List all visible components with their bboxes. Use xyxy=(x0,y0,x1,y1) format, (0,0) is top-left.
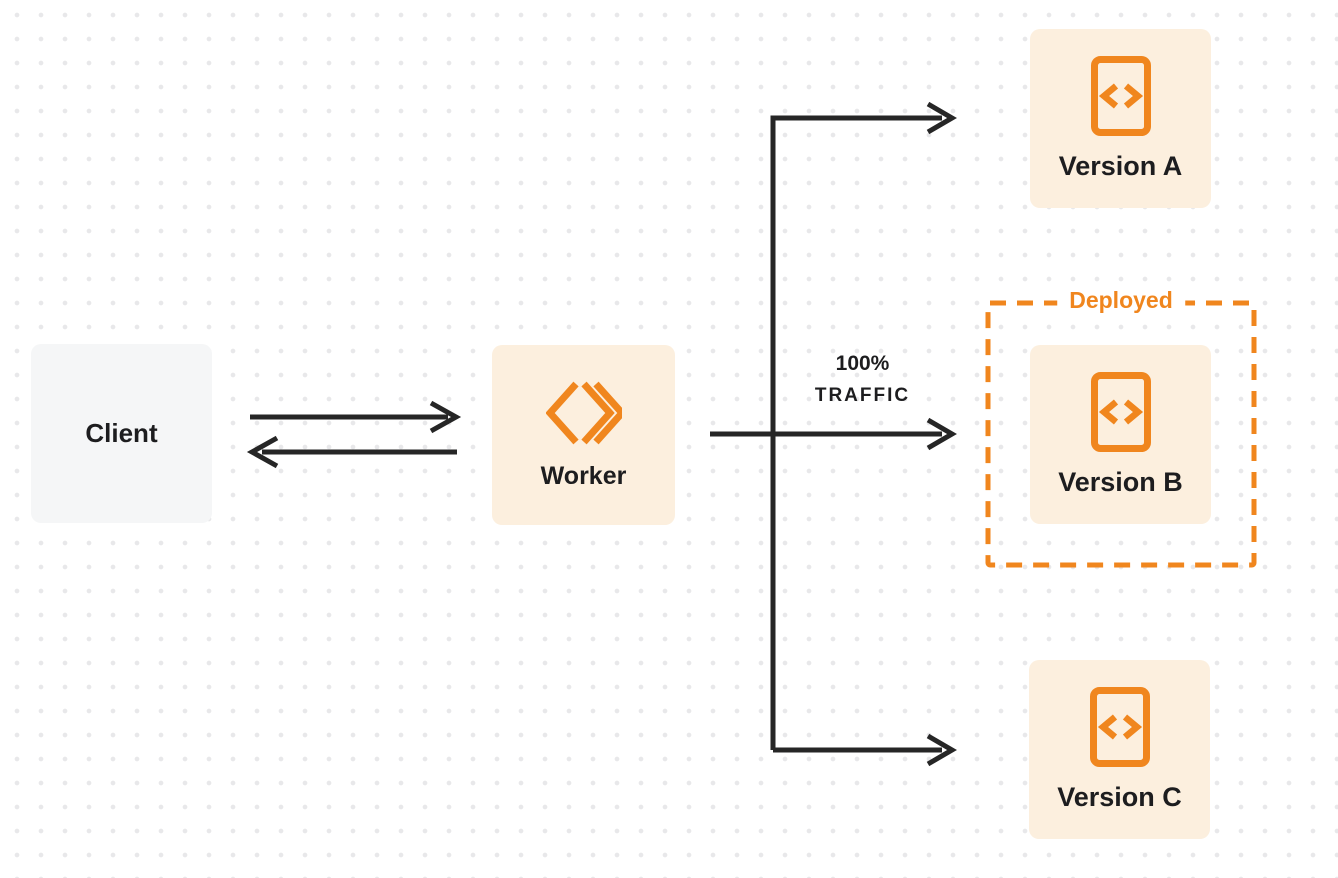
traffic-annotation: 100% TRAFFIC xyxy=(790,349,935,413)
deployed-frame: Deployed xyxy=(985,285,1257,568)
version-c-label: Version C xyxy=(1057,782,1182,812)
arrowhead-version-b xyxy=(926,417,957,451)
traffic-word: TRAFFIC xyxy=(814,385,911,406)
code-file-icon xyxy=(1090,55,1152,137)
traffic-percent: 100% xyxy=(835,352,890,375)
deployed-badge: Deployed xyxy=(1057,285,1185,315)
arrowhead-client-to-worker xyxy=(429,400,462,434)
worker-label: Worker xyxy=(540,461,627,490)
code-file-icon xyxy=(1089,686,1151,768)
client-label: Client xyxy=(85,418,158,448)
version-b-label: Version B xyxy=(1058,467,1183,497)
version-c-node: Version C xyxy=(1029,660,1210,839)
workers-logo-icon xyxy=(545,380,622,446)
arrowhead-version-c xyxy=(926,733,957,767)
client-node: Client xyxy=(31,344,212,523)
code-file-icon xyxy=(1090,371,1152,453)
version-b-node: Version B xyxy=(1030,345,1211,524)
deployed-dashed-border xyxy=(985,300,1257,568)
worker-node: Worker xyxy=(492,345,675,525)
arrowhead-worker-to-client xyxy=(246,435,279,469)
arrow-trunk xyxy=(770,115,942,750)
arrowhead-version-a xyxy=(926,101,957,135)
version-a-label: Version A xyxy=(1058,151,1183,181)
version-a-node: Version A xyxy=(1030,29,1211,208)
